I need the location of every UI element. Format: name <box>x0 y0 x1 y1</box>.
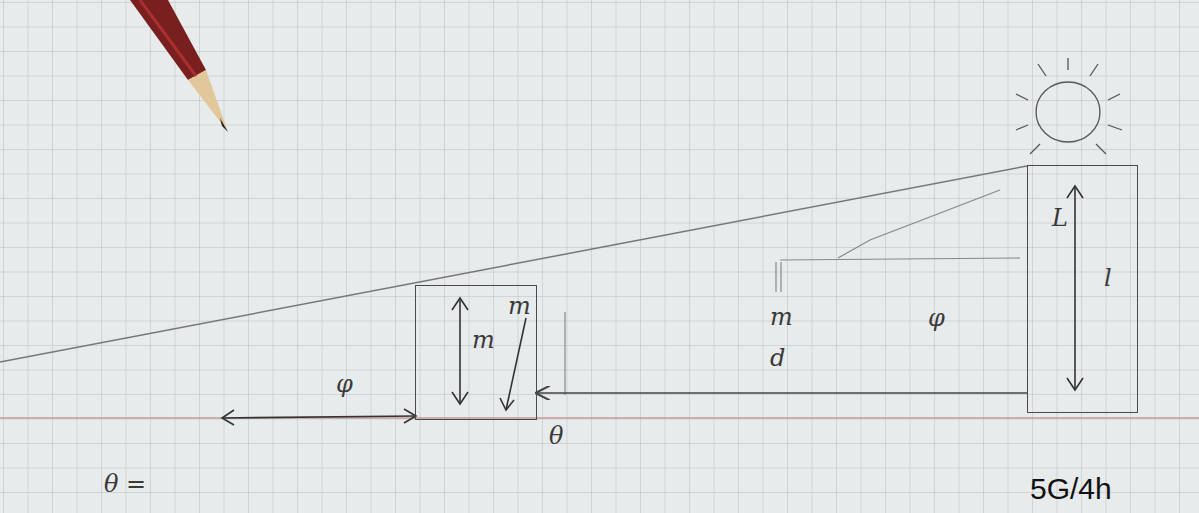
sun <box>1016 58 1122 154</box>
building-box: mm <box>415 285 537 420</box>
sketch-label: θ <box>549 424 563 448</box>
pencil <box>130 0 228 132</box>
building-box: Ll <box>1027 165 1138 413</box>
sketch-label: φ <box>928 306 945 330</box>
dimension-arrows <box>222 186 1083 425</box>
sketch-label: θ = <box>104 472 146 496</box>
dimension-letter: m <box>508 294 531 318</box>
dimension-letter: l <box>1104 266 1112 290</box>
dimension-letter: L <box>1052 206 1068 230</box>
sketch-label: m <box>770 305 793 329</box>
baseline <box>0 417 1199 419</box>
overlay-tag: 5G/4h <box>1030 474 1112 504</box>
sketch-label: φ <box>336 372 353 396</box>
dimension-letter: m <box>472 328 495 352</box>
construction-lines <box>565 190 1020 395</box>
sketch-label: d <box>770 346 785 370</box>
sight-line <box>0 166 1027 362</box>
distance-arrow <box>537 392 1027 394</box>
